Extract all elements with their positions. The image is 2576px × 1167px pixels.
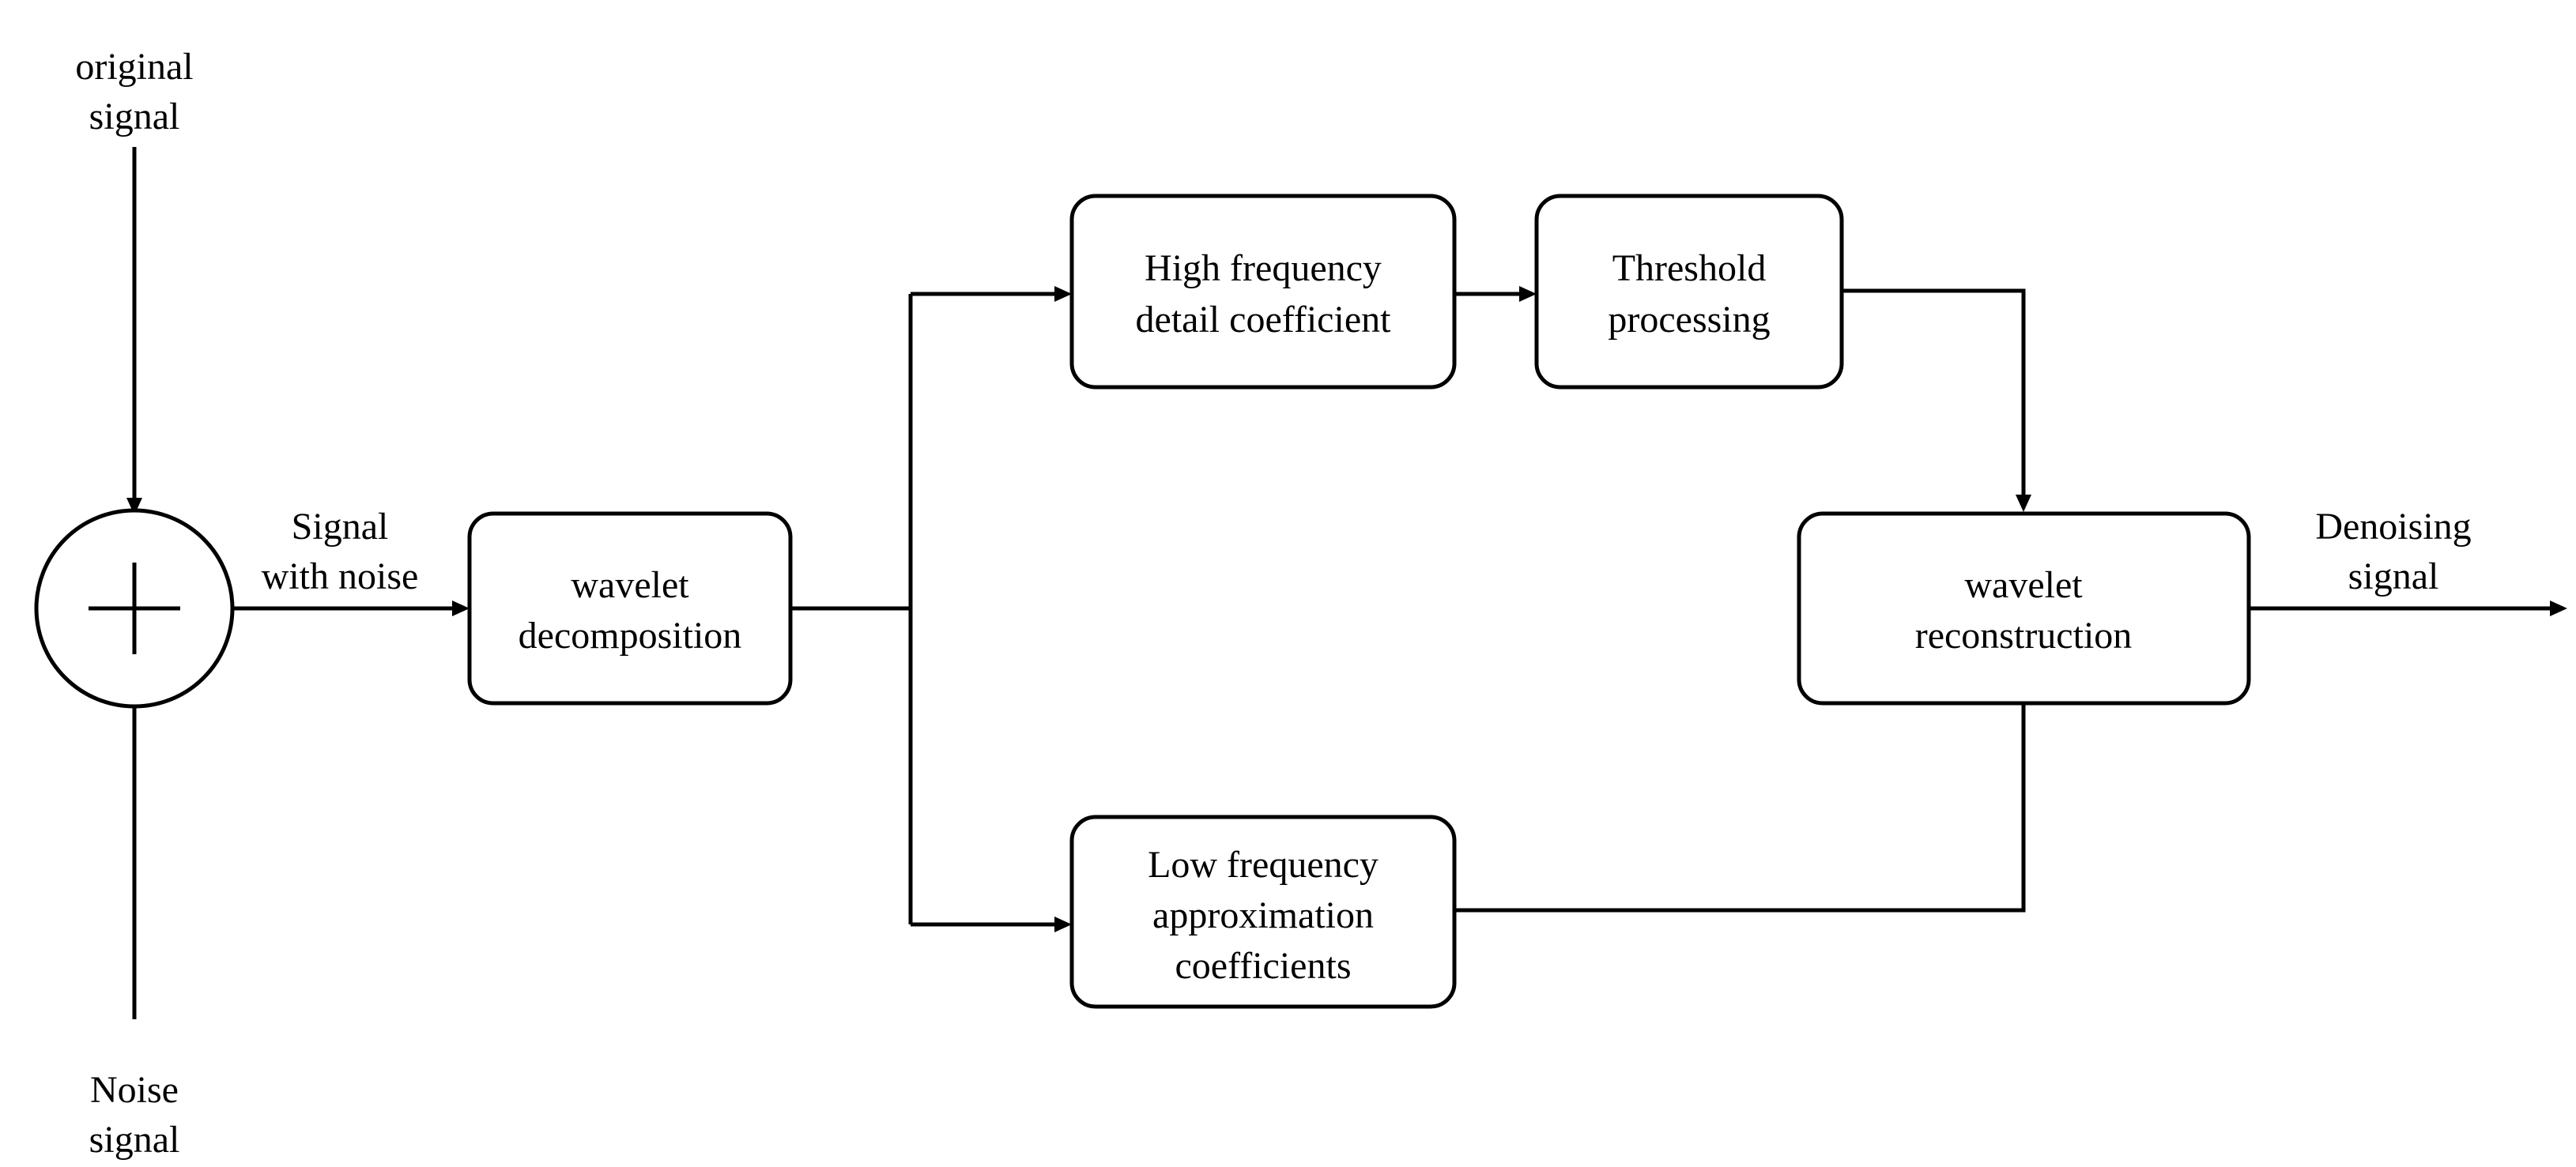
block-wavelet-reconstruction: wavelet reconstruction bbox=[1797, 511, 2251, 706]
block-label-line: detail coefficient bbox=[1136, 299, 1392, 341]
block-label-line: wavelet bbox=[571, 564, 689, 606]
label-line: Signal bbox=[292, 506, 389, 548]
label-line: original bbox=[75, 46, 193, 88]
noisy-signal-arrowhead bbox=[452, 600, 470, 616]
block-label-line: wavelet bbox=[1964, 564, 2083, 606]
label-line: signal bbox=[89, 1119, 180, 1161]
threshold-to-reconstruction-arrow bbox=[1842, 288, 2026, 499]
label-line: with noise bbox=[262, 555, 419, 597]
approximation-to-reconstruction-arrow bbox=[1454, 672, 2026, 913]
block-wavelet-decomposition: wavelet decomposition bbox=[467, 511, 793, 706]
low-frequency-branch-arrowhead bbox=[1054, 917, 1072, 932]
block-label-line: coefficients bbox=[1175, 945, 1351, 987]
signal-with-noise-label: Signal with noise bbox=[262, 506, 419, 597]
detail-to-threshold-arrowhead bbox=[1519, 286, 1537, 302]
adder-node bbox=[34, 508, 235, 709]
block-threshold-processing: Threshold processing bbox=[1534, 194, 1844, 390]
block-low-frequency-approximation-coefficients: Low frequency approximation coefficients bbox=[1069, 815, 1457, 1009]
block-high-frequency-detail-coefficient: High frequency detail coefficient bbox=[1069, 194, 1457, 390]
block-label-line: reconstruction bbox=[1915, 615, 2133, 657]
high-frequency-branch-arrowhead bbox=[1054, 286, 1072, 302]
block-label-line: processing bbox=[1608, 299, 1770, 341]
label-line: signal bbox=[89, 96, 180, 137]
noise-signal-label: Noise signal bbox=[89, 1069, 180, 1161]
block-label-line: Threshold bbox=[1612, 247, 1767, 289]
block-label-line: decomposition bbox=[519, 615, 742, 657]
block-label-line: Low frequency bbox=[1148, 844, 1379, 886]
label-line: Denoising bbox=[2315, 506, 2471, 548]
label-line: Noise bbox=[90, 1069, 179, 1111]
block-label-line: approximation bbox=[1152, 894, 1374, 936]
original-signal-arrowhead bbox=[126, 498, 142, 515]
threshold-to-reconstruction-arrowhead bbox=[2016, 495, 2031, 512]
plus-icon bbox=[89, 563, 180, 654]
decomposition-split-connector bbox=[790, 294, 913, 924]
output-signal-arrowhead bbox=[2550, 600, 2567, 616]
block-label-line: High frequency bbox=[1145, 247, 1382, 289]
original-signal-label: original signal bbox=[75, 46, 193, 137]
label-line: signal bbox=[2348, 555, 2439, 597]
denoising-signal-label: Denoising signal bbox=[2315, 506, 2471, 597]
